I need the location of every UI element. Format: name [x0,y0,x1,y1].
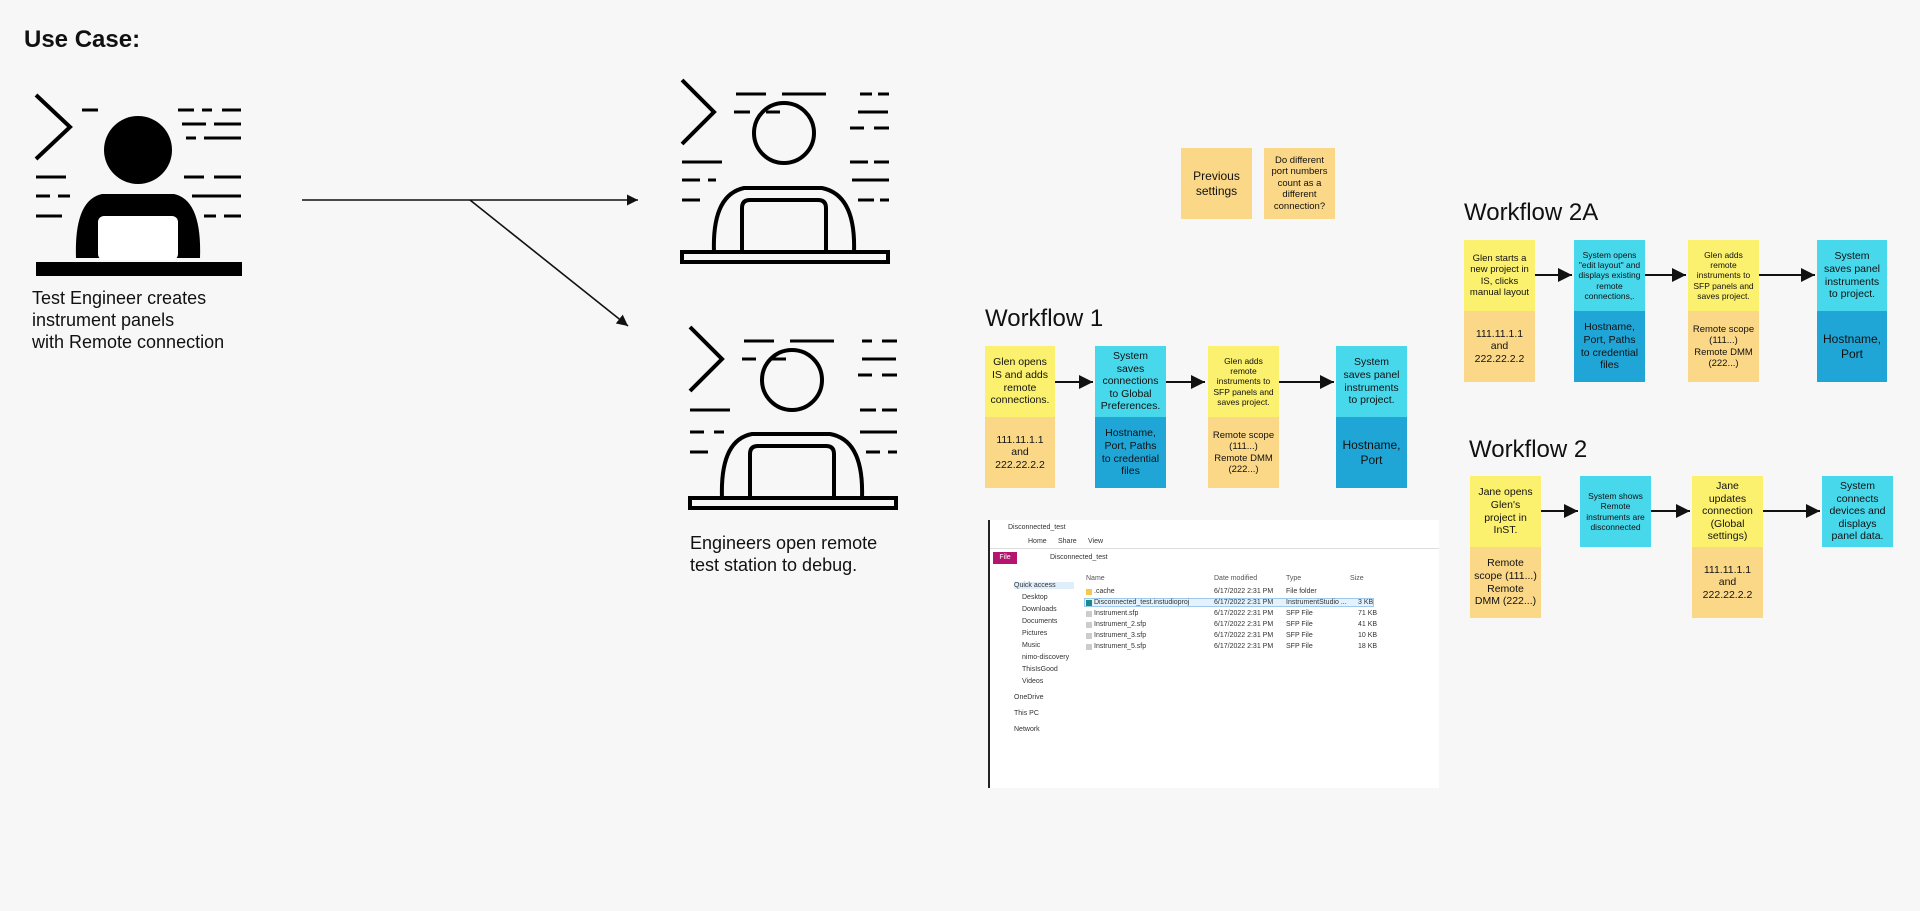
workflow1-step1-detail: 111.11.1.1 and 222.22.2.2 [985,417,1055,488]
workflow1-step4-detail: Hostname, Port [1336,417,1407,488]
file-name[interactable]: .cache [1094,588,1115,595]
nav-item[interactable]: This PC [1014,710,1039,717]
workflow2a-step3-detail: Remote scope (111...) Remote DMM (222...… [1688,311,1759,382]
workflow2-step2: System shows Remote instruments are disc… [1580,476,1651,547]
nav-item[interactable]: Downloads [1022,606,1057,613]
workflow1-step3: Glen adds remote instruments to SFP pane… [1208,346,1279,417]
connector-arrows-left [302,194,638,327]
nav-item[interactable]: ThisIsGood [1022,666,1058,673]
nav-item[interactable]: Desktop [1022,594,1048,601]
file-name[interactable]: Disconnected_test.instudioproj [1094,599,1190,606]
nav-item[interactable]: Music [1022,642,1041,649]
test-engineer-icon [34,93,242,276]
file-size[interactable]: 41 KB [1358,621,1378,628]
workflow2a-step2: System opens "edit layout" and displays … [1574,240,1645,311]
caption-line: instrument panels [32,310,175,330]
window-title: Disconnected_test [1008,524,1066,531]
remote-engineer-icon-top [680,78,890,264]
workflow2-title: Workflow 2 [1469,436,1588,463]
note-port-question: Do different port numbers count as a dif… [1264,148,1335,219]
ribbon-tabs: File Home Share View [990,536,1439,564]
column-name[interactable]: Name [1086,575,1105,582]
nav-item[interactable]: Videos [1022,678,1044,685]
workflow2-step3: Jane updates connection (Global settings… [1692,476,1763,547]
file-date[interactable]: 6/17/2022 2:31 PM [1214,610,1274,617]
workflow2-step1-detail: Remote scope (111...) Remote DMM (222...… [1470,547,1541,618]
workflow2a-step3: Glen adds remote instruments to SFP pane… [1688,240,1759,311]
workflow2a-step1-detail: 111.11.1.1 and 222.22.2.2 [1464,311,1535,382]
file-icon [1086,633,1092,639]
file-type[interactable]: File folder [1286,588,1317,595]
folder-icon [1086,589,1092,595]
file-date[interactable]: 6/17/2022 2:31 PM [1214,621,1274,628]
file-size[interactable]: 18 KB [1358,643,1378,650]
nav-item[interactable]: Pictures [1022,630,1048,637]
workflow2a-title: Workflow 2A [1464,199,1599,226]
file-name[interactable]: Instrument_3.sfp [1094,632,1147,639]
workflow2a-step4: System saves panel instruments to projec… [1817,240,1887,311]
workflow1-step4: System saves panel instruments to projec… [1336,346,1407,417]
workflow1-step2-detail: Hostname, Port, Paths to credential file… [1095,417,1166,488]
column-size[interactable]: Size [1350,575,1364,582]
caption-test-engineer: Test Engineer creates instrument panels … [32,287,224,353]
tab-share[interactable]: Share [1058,538,1077,545]
address-bar[interactable]: Disconnected_test [1050,554,1108,561]
file-explorer-window: Disconnected_test File Home Share View D… [988,520,1439,788]
file-size[interactable]: 71 KB [1358,610,1378,617]
selected-row-highlight [1084,598,1374,607]
file-type[interactable]: SFP File [1286,632,1313,639]
workflow1-step3-detail: Remote scope (111...) Remote DMM (222...… [1208,417,1279,488]
nav-item[interactable]: nimo-discovery [1022,654,1070,661]
tab-view[interactable]: View [1088,538,1104,545]
file-icon [1086,622,1092,628]
workflow2a-step2-detail: Hostname, Port, Paths to credential file… [1574,311,1645,382]
workflow1-step2: System saves connections to Global Prefe… [1095,346,1166,417]
workflow2-step4: System connects devices and displays pan… [1822,476,1893,547]
file-date[interactable]: 6/17/2022 2:31 PM [1214,599,1274,606]
nav-item[interactable]: Network [1014,726,1040,733]
file-date[interactable]: 6/17/2022 2:31 PM [1214,643,1274,650]
caption-line: Test Engineer creates [32,288,207,308]
file-date[interactable]: 6/17/2022 2:31 PM [1214,588,1274,595]
workflow2a-step1: Glen starts a new project in IS, clicks … [1464,240,1535,311]
caption-line: test station to debug. [690,555,858,575]
workflow1-step1: Glen opens IS and adds remote connection… [985,346,1055,417]
file-date[interactable]: 6/17/2022 2:31 PM [1214,632,1274,639]
file-type[interactable]: SFP File [1286,643,1313,650]
file-type[interactable]: SFP File [1286,610,1313,617]
nav-item[interactable]: Documents [1022,618,1058,625]
file-name[interactable]: Instrument_5.sfp [1094,643,1147,650]
workflow2-step1: Jane opens Glen's project in InST. [1470,476,1541,547]
caption-line: with Remote connection [32,332,225,352]
file-icon [1086,644,1092,650]
nav-item[interactable]: OneDrive [1014,694,1044,701]
note-previous-settings: Previous settings [1181,148,1252,219]
file-type[interactable]: InstrumentStudio ... [1286,599,1347,606]
workflow2a-step4-detail: Hostname, Port [1817,311,1887,382]
nav-item[interactable]: Quick access [1014,582,1074,589]
workflow1-title: Workflow 1 [985,305,1104,332]
use-case-title: Use Case: [24,26,141,53]
file-icon [1086,600,1092,606]
tab-home[interactable]: Home [1028,538,1047,545]
file-size[interactable]: 10 KB [1358,632,1378,639]
file-name[interactable]: Instrument.sfp [1094,610,1139,617]
workflow2-step3-detail: 111.11.1.1 and 222.22.2.2 [1692,547,1763,618]
file-type[interactable]: SFP File [1286,621,1313,628]
column-date[interactable]: Date modified [1214,575,1258,582]
column-type[interactable]: Type [1286,575,1302,582]
caption-remote-engineers: Engineers open remote test station to de… [690,532,877,576]
remote-engineer-icon-bottom [688,325,898,510]
tab-file[interactable]: File [993,552,1017,564]
file-name[interactable]: Instrument_2.sfp [1094,621,1147,628]
file-icon [1086,611,1092,617]
caption-line: Engineers open remote [690,533,878,553]
file-size[interactable]: 3 KB [1358,599,1374,606]
